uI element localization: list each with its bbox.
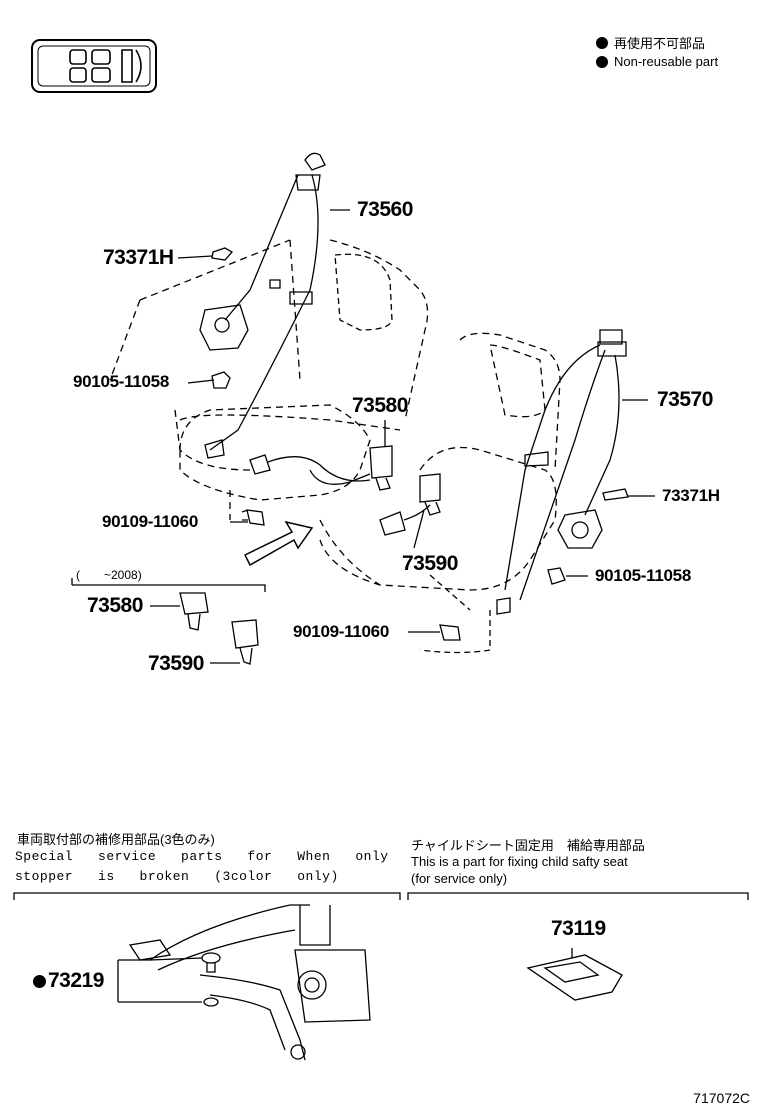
child-seat-note-en-1: This is a part for fixing child safty se… bbox=[411, 854, 628, 869]
part-90105-left-label[interactable]: 90105-11058 bbox=[73, 372, 169, 391]
bullet-icon bbox=[596, 36, 608, 49]
part-73580-center-label[interactable]: 73580 bbox=[352, 394, 408, 417]
part-73560-label[interactable]: 73560 bbox=[357, 198, 413, 221]
non-reusable-bullet-icon bbox=[33, 974, 46, 988]
part-73371h-left-label[interactable]: 73371H bbox=[103, 246, 174, 269]
vehicle-position-icon bbox=[31, 39, 157, 93]
part-73219-group[interactable]: 73219 bbox=[33, 969, 104, 993]
legend-jp-text: 再使用不可部品 bbox=[614, 36, 706, 51]
part-73371h-right-label[interactable]: 73371H bbox=[662, 486, 720, 505]
part-90105-right-label[interactable]: 90105-11058 bbox=[595, 566, 691, 585]
part-73119-label[interactable]: 73119 bbox=[551, 917, 606, 940]
bullet-icon bbox=[596, 55, 608, 68]
drawing-code: 717072C bbox=[693, 1090, 750, 1106]
inset-date-range: ( ~2008) bbox=[76, 568, 142, 582]
part-73590-inset-label[interactable]: 73590 bbox=[148, 652, 204, 675]
child-seat-note-jp: チャイルドシート固定用 補給専用部品 bbox=[411, 838, 645, 853]
part-90109-left-label[interactable]: 90109-11060 bbox=[102, 512, 198, 531]
legend-nonreusable-jp: 再使用不可部品 bbox=[596, 33, 705, 52]
part-90109-right-label[interactable]: 90109-11060 bbox=[293, 622, 389, 641]
part-73219-label[interactable]: 73219 bbox=[48, 969, 104, 992]
special-parts-note-en-1: Special service parts for When only bbox=[15, 849, 389, 864]
legend-nonreusable-en: Non-reusable part bbox=[596, 54, 718, 69]
part-73570-label[interactable]: 73570 bbox=[657, 388, 713, 411]
child-seat-note-en-2: (for service only) bbox=[411, 871, 508, 886]
special-parts-note-en-2: stopper is broken (3color only) bbox=[15, 869, 339, 884]
special-parts-note-jp: 車両取付部の補修用部品(3色のみ) bbox=[17, 832, 215, 847]
part-73580-inset-label[interactable]: 73580 bbox=[87, 594, 143, 617]
part-73590-center-label[interactable]: 73590 bbox=[402, 552, 458, 575]
legend-en-text: Non-reusable part bbox=[614, 54, 719, 69]
